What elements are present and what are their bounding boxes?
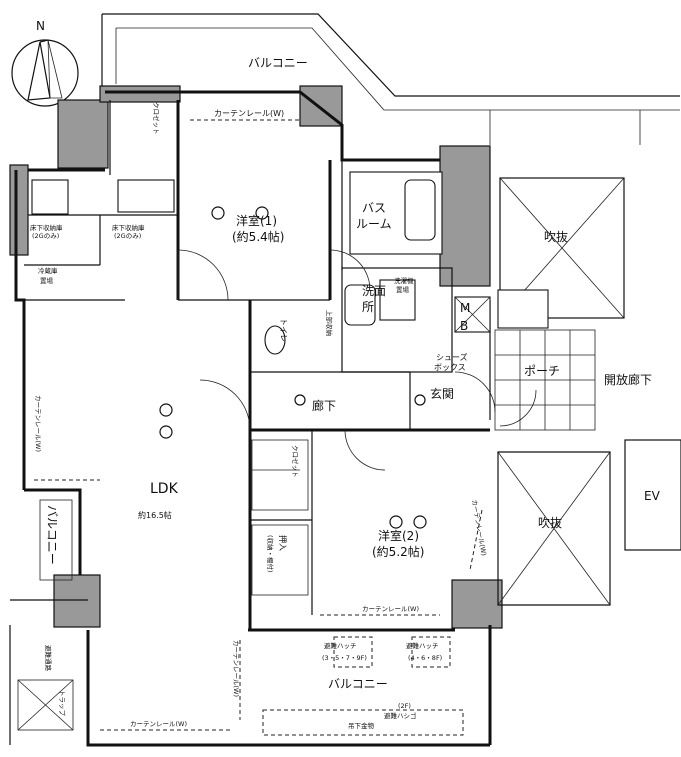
label-floor-storage-left-note: (2Gのみ) <box>32 232 59 240</box>
label-balcony-bottom: バルコニー <box>328 677 388 691</box>
fixtures <box>17 171 491 736</box>
label-entrance: 玄関 <box>430 386 454 401</box>
label-balcony-left: バルコニー <box>45 505 59 565</box>
label-hatch-2-note: (4・6・8F) <box>408 654 442 662</box>
label-curtain-right: カーテンレール(W) <box>470 499 488 557</box>
ev-shaft <box>624 439 681 551</box>
label-void-bottom: 吹抜 <box>538 516 562 530</box>
label-ladder-note: (2F) <box>398 702 411 710</box>
door-swings <box>177 249 537 471</box>
label-washroom: 洗面 <box>362 284 386 298</box>
label-washroom-2: 所 <box>362 300 374 314</box>
label-closet-mid: クロゼット <box>291 445 300 478</box>
label-fridge: 冷蔵庫 <box>38 266 58 275</box>
label-toilet: トイレ <box>279 318 288 342</box>
label-bath: バス <box>362 201 386 215</box>
label-bath-2: ルーム <box>356 217 392 231</box>
label-floor-storage-right: 床下収納庫 <box>112 223 145 232</box>
label-upper-storage: 上部収納 <box>325 310 334 336</box>
label-ldk: LDK <box>150 481 179 497</box>
label-curtain-ldk-vertical: カーテンレール(W) <box>232 640 240 697</box>
label-ladder-2: 吊下金物 <box>348 721 375 730</box>
label-closet-small: 押入 <box>278 535 288 551</box>
label-hatch-2: 避難ハッチ <box>406 641 439 650</box>
void-bottom <box>497 451 611 606</box>
room-labels: バルコニー クロゼット カーテンレール(W) 洋室(1) (約5.4帖) バス … <box>30 56 661 730</box>
label-closet-top: クロゼット <box>152 102 161 135</box>
compass: N <box>11 19 79 107</box>
label-shoes: シューズ <box>436 352 468 362</box>
balcony-top-outline <box>101 13 680 145</box>
label-western-2: 洋室(2) <box>378 528 419 543</box>
label-western-2-size: (約5.2帖) <box>372 544 424 559</box>
label-open-corridor: 開放廊下 <box>604 372 652 387</box>
compass-label: N <box>36 19 45 33</box>
label-hallway: 廊下 <box>312 398 336 413</box>
label-trap: トラップ <box>58 690 66 717</box>
label-western-1: 洋室(1) <box>236 213 277 228</box>
label-closet-small-note: (収納・棚付) <box>266 535 275 573</box>
label-void-top: 吹抜 <box>544 230 568 244</box>
label-curtain-left: カーテンレール(W) <box>34 395 42 452</box>
label-shoes-2: ボックス <box>434 363 466 372</box>
porch-grid <box>494 289 596 431</box>
label-ldk-size: 約16.5帖 <box>138 510 172 520</box>
label-curtain-bottom: カーテンレール(W) <box>130 720 187 728</box>
label-fridge-2: 置場 <box>40 276 54 285</box>
label-floor-storage-left: 床下収納庫 <box>30 223 63 232</box>
label-hatch-1-note: (3・5・7・9F) <box>322 654 367 662</box>
label-floor-storage-right-note: (2Gのみ) <box>114 232 141 240</box>
exterior-walls <box>14 90 492 747</box>
label-ev: EV <box>644 489 661 503</box>
structural-columns <box>9 85 503 629</box>
label-laundry-2: 置場 <box>396 285 410 294</box>
label-hatch-1: 避難ハッチ <box>324 641 357 650</box>
label-mb: M <box>460 301 470 315</box>
curtain-rails <box>34 119 483 731</box>
label-ladder: 避難ハシゴ <box>384 711 417 720</box>
label-laundry: 洗濯機 <box>394 276 414 285</box>
label-porch: ポーチ <box>524 364 560 378</box>
label-mb-2: B <box>460 319 468 333</box>
label-curtain-western-2: カーテンレール(W) <box>362 605 419 613</box>
interior-walls <box>9 100 490 745</box>
label-curtain-top: カーテンレール(W) <box>214 109 284 118</box>
label-balcony-top: バルコニー <box>248 56 308 70</box>
lights <box>159 206 427 529</box>
label-evac-path: 避難通路 <box>44 645 53 672</box>
label-western-1-size: (約5.4帖) <box>232 229 284 244</box>
